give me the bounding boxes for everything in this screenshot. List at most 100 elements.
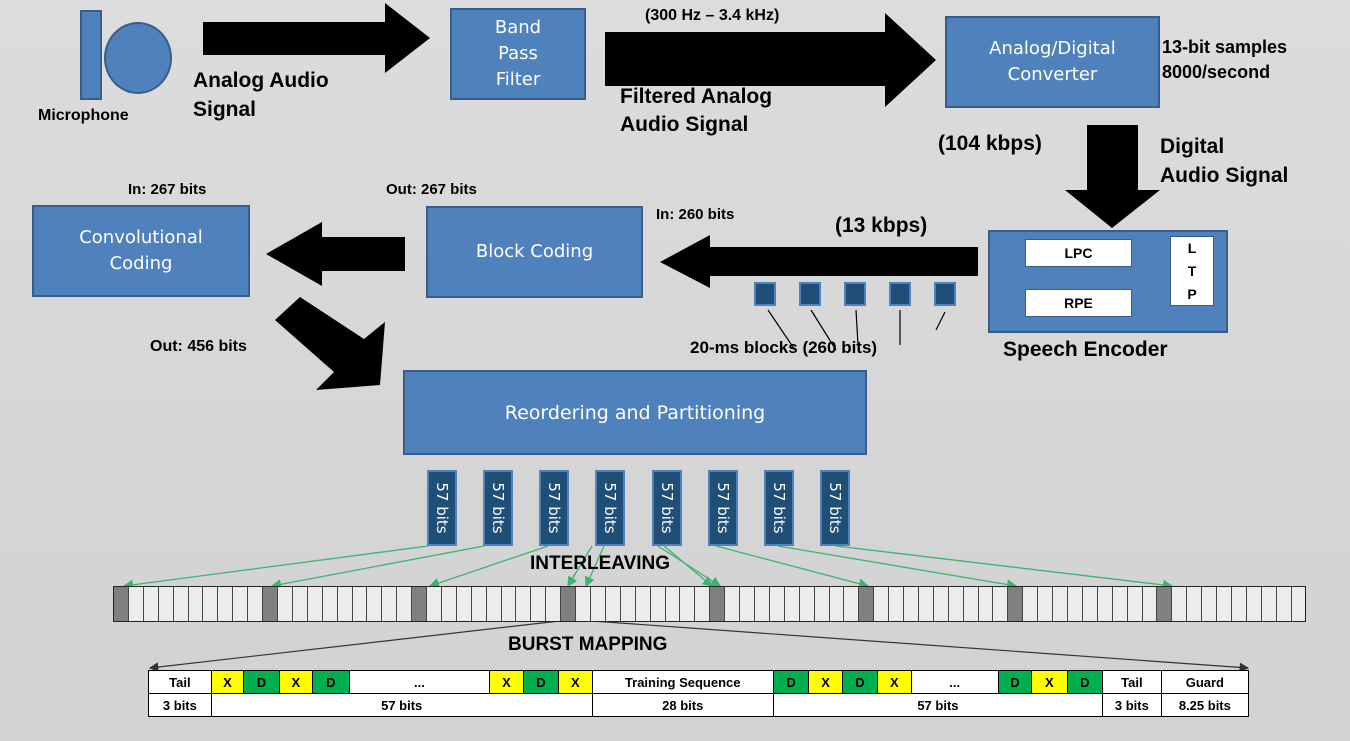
ellipsis-cell: ... (910, 670, 999, 694)
frame-slot (1143, 587, 1158, 621)
size-cell: 3 bits (148, 693, 212, 717)
frame-slot (367, 587, 383, 621)
tail-cell: Tail (148, 670, 212, 694)
frame-slot (666, 587, 681, 621)
frame-slot (815, 587, 830, 621)
frame-slot (382, 587, 398, 621)
d-cell: D (522, 670, 560, 694)
x-cell: X (1031, 670, 1068, 694)
frame-slot (591, 587, 606, 621)
partition-block: 57 bits (764, 470, 794, 546)
frame-slot (278, 587, 293, 621)
conv-coding-in-label: In: 267 bits (128, 181, 207, 198)
frame-slot (770, 587, 785, 621)
ellipsis-cell: ... (348, 670, 491, 694)
frame-slot (353, 587, 368, 621)
arrow-digital-audio (1065, 125, 1160, 228)
partition-block: 57 bits (708, 470, 738, 546)
frame-slot (203, 587, 219, 621)
block-coding-in-label: In: 260 bits (656, 206, 735, 223)
size-cell: 57 bits (772, 693, 1103, 717)
rate-13kbps-label: (13 kbps) (835, 214, 928, 237)
frame-slot (844, 587, 860, 621)
arrow-13kbps (660, 235, 978, 288)
d-cell: D (243, 670, 280, 694)
frame-slot (189, 587, 204, 621)
frame-slot (1053, 587, 1068, 621)
partition-block: 57 bits (652, 470, 682, 546)
x-cell: X (558, 670, 593, 694)
frame-slot (1098, 587, 1113, 621)
training-sequence-cell: Training Sequence (591, 670, 774, 694)
frame-slot (1172, 587, 1188, 621)
ltp-box: L T P (1170, 236, 1214, 306)
frame-slot-filled (114, 587, 129, 621)
frequency-range-label: (300 Hz – 3.4 kHz) (645, 7, 780, 24)
speech-block (889, 282, 911, 306)
frame-slot (1023, 587, 1039, 621)
ltp-letter-p: P (1187, 285, 1197, 302)
d-cell: D (772, 670, 810, 694)
frame-slot (993, 587, 1009, 621)
frame-slot (546, 587, 562, 621)
ltp-letter-l: L (1187, 240, 1197, 257)
speech-block (754, 282, 776, 306)
size-cell: 8.25 bits (1160, 693, 1250, 717)
size-cell: 3 bits (1101, 693, 1162, 717)
lpc-box: LPC (1025, 239, 1132, 267)
arrow-filtered-audio (605, 13, 936, 107)
frame-slot (1187, 587, 1203, 621)
block-coding-box: Block Coding (426, 206, 643, 298)
frame-slot (174, 587, 189, 621)
tail-cell: Tail (1101, 670, 1162, 694)
arrow-456bits (275, 297, 385, 390)
interleaving-title: INTERLEAVING (530, 553, 671, 574)
frame-slot-filled (710, 587, 726, 621)
frame-slot (1232, 587, 1247, 621)
x-cell: X (808, 670, 843, 694)
frame-slot (159, 587, 174, 621)
speech-block (799, 282, 821, 306)
frame-slot (323, 587, 338, 621)
frame-slot (606, 587, 621, 621)
frame-slot (949, 587, 964, 621)
d-cell: D (997, 670, 1033, 694)
frame-slot (144, 587, 159, 621)
frame-slot (785, 587, 800, 621)
rpe-box: RPE (1025, 289, 1132, 317)
frame-slot (964, 587, 979, 621)
frame-slot (800, 587, 815, 621)
frame-slot (442, 587, 457, 621)
x-cell: X (210, 670, 245, 694)
filtered-analog-signal-label: Filtered Analog Audio Signal (620, 85, 773, 136)
partition-block: 57 bits (820, 470, 850, 546)
reordering-partitioning-box: Reordering and Partitioning (403, 370, 867, 455)
frame-slot (904, 587, 919, 621)
frame-slot (1128, 587, 1143, 621)
frame-slot (636, 587, 651, 621)
frame-slot (1277, 587, 1292, 621)
frame-slot (129, 587, 144, 621)
digital-audio-signal-label: Digital Audio Signal (1160, 135, 1289, 187)
frame-slot (680, 587, 696, 621)
frame-slot (1038, 587, 1054, 621)
frame-slot (1247, 587, 1262, 621)
frame-slot (502, 587, 517, 621)
speech-block (844, 282, 866, 306)
ltp-letter-t: T (1187, 262, 1197, 279)
speech-block (934, 282, 956, 306)
partition-block: 57 bits (427, 470, 457, 546)
block-coding-out-label: Out: 267 bits (386, 181, 477, 198)
guard-cell: Guard (1160, 670, 1250, 694)
block-pointer-lines (767, 309, 946, 351)
partition-block: 57 bits (483, 470, 513, 546)
frame-slot (472, 587, 487, 621)
frame-slot (874, 587, 890, 621)
partition-block: 57 bits (539, 470, 569, 546)
burst-field-row: Tail X D X D ... X D X Training Sequence… (148, 670, 1250, 694)
size-cell: 28 bits (591, 693, 774, 717)
burst-expansion-lines (148, 619, 1250, 673)
frame-slot (516, 587, 532, 621)
frame-slot (1083, 587, 1098, 621)
burst-size-row: 3 bits 57 bits 28 bits 57 bits 3 bits 8.… (148, 693, 1250, 717)
